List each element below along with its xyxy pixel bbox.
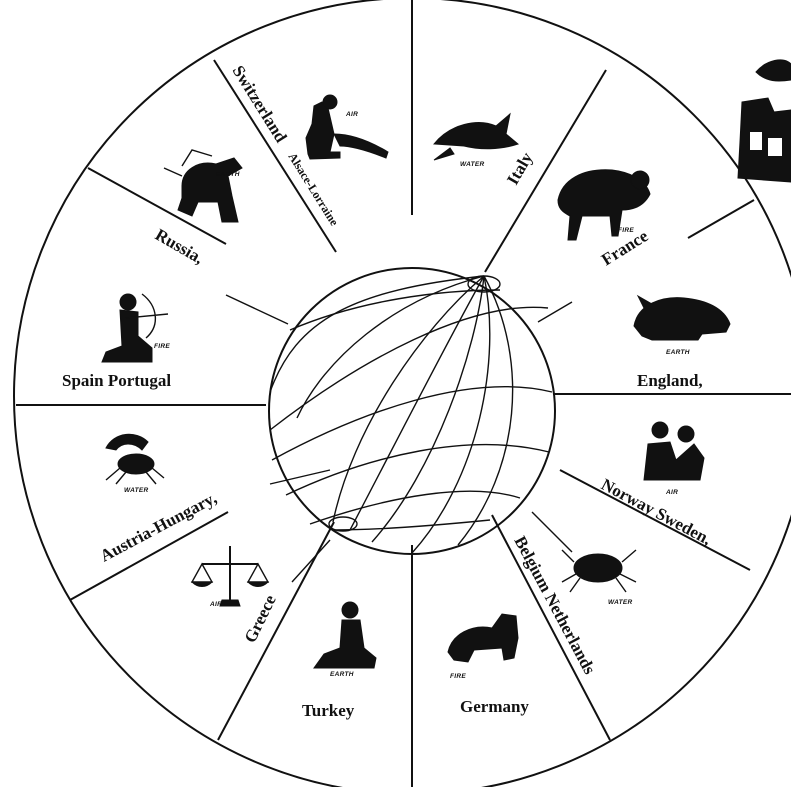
label-spain-portugal: Spain Portugal <box>62 371 171 390</box>
leo-lion-icon: FIRE <box>448 614 518 662</box>
label-italy: Italy <box>503 149 537 188</box>
capricorn-goat-icon: EARTH <box>164 150 242 222</box>
label-turkey: Turkey <box>302 701 355 720</box>
label-greece: Greece <box>241 591 280 645</box>
gemini-twins-icon: AIR <box>644 422 704 480</box>
label-norway-sweden: Norway Sweden, <box>598 475 715 549</box>
building-scrap-icon <box>738 60 791 182</box>
label-england: England, <box>637 371 703 390</box>
label-russia: Russia, <box>152 225 207 268</box>
taurus-bull-icon: EARTH <box>634 296 730 340</box>
element-label-6: FIRE <box>450 673 466 680</box>
globe-icon <box>269 268 555 554</box>
element-label-10: FIRE <box>154 343 170 350</box>
element-label-3: EARTH <box>666 349 690 356</box>
element-label-4: AIR <box>665 489 678 496</box>
scorpio-scorpion-icon: WATER <box>106 434 164 484</box>
sagittarius-archer-icon: FIRE <box>102 294 168 362</box>
sector-dividers <box>16 0 791 787</box>
element-label-5: WATER <box>608 599 633 606</box>
label-germany: Germany <box>460 697 529 716</box>
element-label-8: AIR <box>209 601 222 608</box>
virgo-maiden-icon: EARTH <box>314 602 376 668</box>
libra-scales-icon: AIR <box>192 546 268 606</box>
element-label-7: EARTH <box>330 671 354 678</box>
cancer-crab-icon: WATER <box>562 550 636 592</box>
label-belgium-netherlands: Belgium Netherlands <box>510 533 599 678</box>
element-label-11: EARTH <box>216 171 240 178</box>
element-label-0: AIR <box>345 111 358 118</box>
element-label-1: WATER <box>460 161 485 168</box>
element-label-9: WATER <box>124 487 149 494</box>
pisces-fish-icon: WATER <box>434 114 518 160</box>
element-label-2: FIRE <box>618 227 634 234</box>
aquarius-icon: AIR. <box>306 95 388 159</box>
